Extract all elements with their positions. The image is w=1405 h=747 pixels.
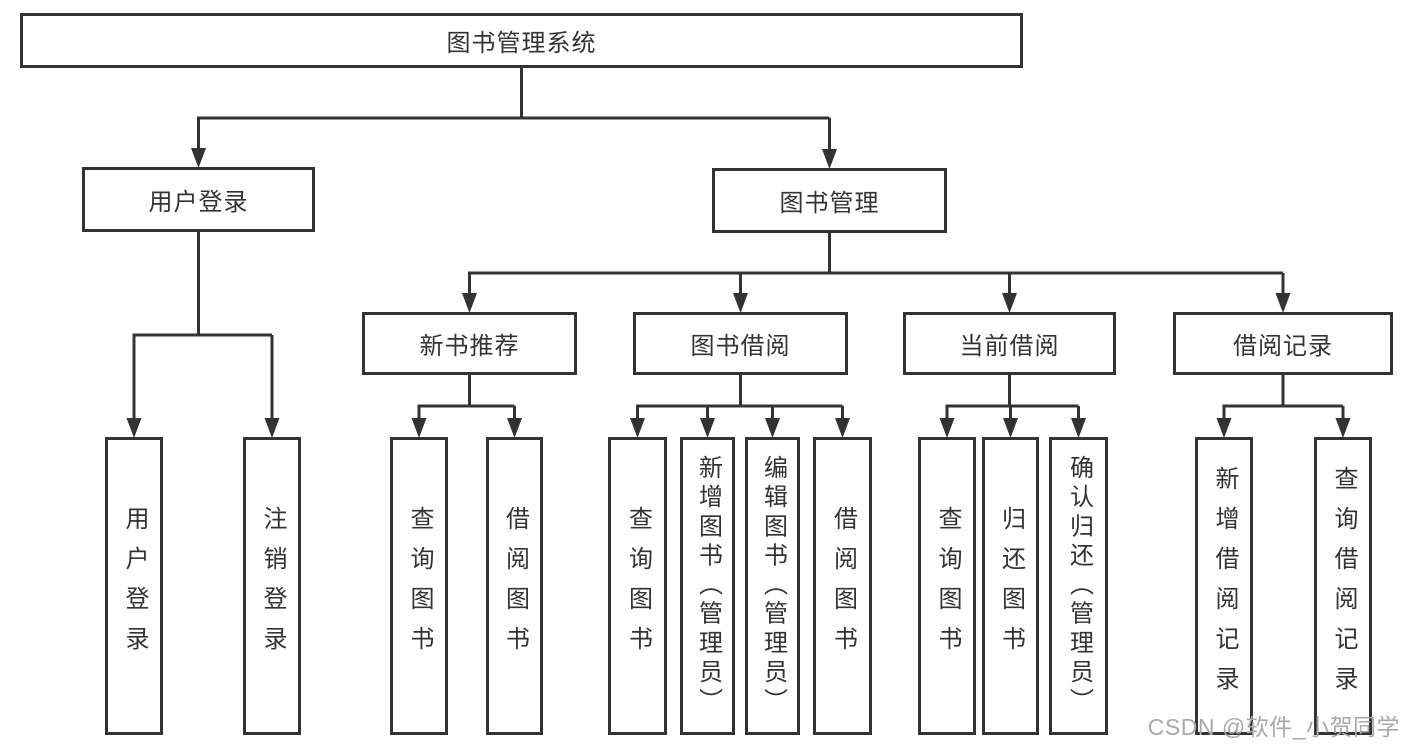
node-book-borrow: 图书借阅 xyxy=(633,312,848,375)
node-label: 确认归还（管理员） xyxy=(1065,455,1093,717)
node-label: 借阅图书 xyxy=(829,506,857,666)
node-label: 查询图书 xyxy=(406,506,433,666)
node-root: 图书管理系统 xyxy=(20,13,1023,68)
node-nb-borrow: 借阅图书 xyxy=(486,437,543,735)
node-label: 查询图书 xyxy=(934,506,961,666)
arrowhead-icon xyxy=(462,293,477,313)
node-bb-borrow: 借阅图书 xyxy=(813,437,872,735)
arrowhead-icon xyxy=(700,418,715,438)
arrowhead-icon xyxy=(822,149,837,169)
node-user-login: 用户登录 xyxy=(82,167,315,232)
arrowhead-icon xyxy=(191,148,206,168)
node-label: 新书推荐 xyxy=(419,333,520,360)
node-label: 查询借阅记录 xyxy=(1330,466,1357,706)
node-ul-logout: 注销登录 xyxy=(243,437,301,735)
watermark: CSDN @软件_小贺同学 xyxy=(1147,714,1400,740)
arrowhead-icon xyxy=(126,418,142,438)
arrowhead-icon xyxy=(264,418,280,438)
arrowhead-icon xyxy=(939,418,955,438)
arrowhead-icon xyxy=(1003,418,1018,438)
node-label: 借阅记录 xyxy=(1233,333,1333,360)
node-borrow-records: 借阅记录 xyxy=(1173,312,1393,375)
arrowhead-icon xyxy=(507,418,522,438)
node-bb-query: 查询图书 xyxy=(608,437,667,735)
arrowhead-icon xyxy=(765,418,780,438)
arrowhead-icon xyxy=(733,293,748,313)
arrowhead-icon xyxy=(1002,293,1017,313)
node-new-book-rec: 新书推荐 xyxy=(362,312,577,375)
node-label: 用户登录 xyxy=(121,506,148,666)
node-cb-confirm: 确认归还（管理员） xyxy=(1049,437,1108,735)
node-label: 编辑图书（管理员） xyxy=(759,455,787,717)
node-label: 新增图书（管理员） xyxy=(694,455,722,717)
node-bb-edit: 编辑图书（管理员） xyxy=(745,437,800,735)
arrowhead-icon xyxy=(1071,418,1086,438)
node-cb-return: 归还图书 xyxy=(982,437,1039,735)
node-label: 当前借阅 xyxy=(959,333,1060,360)
node-book-mgmt: 图书管理 xyxy=(712,168,947,233)
node-label: 图书管理系统 xyxy=(446,30,597,57)
node-label: 查询图书 xyxy=(624,506,652,666)
node-bb-add: 新增图书（管理员） xyxy=(680,437,735,735)
node-label: 图书管理 xyxy=(779,190,880,217)
node-label: 归还图书 xyxy=(997,506,1025,666)
node-current-borrow: 当前借阅 xyxy=(903,312,1116,375)
arrowhead-icon xyxy=(411,418,427,438)
node-br-query: 查询借阅记录 xyxy=(1314,437,1372,735)
node-label: 借阅图书 xyxy=(501,506,529,666)
node-label: 注销登录 xyxy=(259,506,286,666)
arrowhead-icon xyxy=(1275,293,1291,313)
arrowhead-icon xyxy=(835,418,850,438)
arrowhead-icon xyxy=(1335,418,1351,438)
node-label: 新增借阅记录 xyxy=(1211,466,1238,706)
node-label: 用户登录 xyxy=(148,189,249,216)
node-ul-login: 用户登录 xyxy=(105,437,163,735)
arrowhead-icon xyxy=(1216,418,1232,438)
node-nb-query: 查询图书 xyxy=(390,437,448,735)
arrowhead-icon xyxy=(630,418,645,438)
node-label: 图书借阅 xyxy=(690,333,791,360)
node-br-add: 新增借阅记录 xyxy=(1195,437,1253,735)
node-cb-query: 查询图书 xyxy=(918,437,976,735)
